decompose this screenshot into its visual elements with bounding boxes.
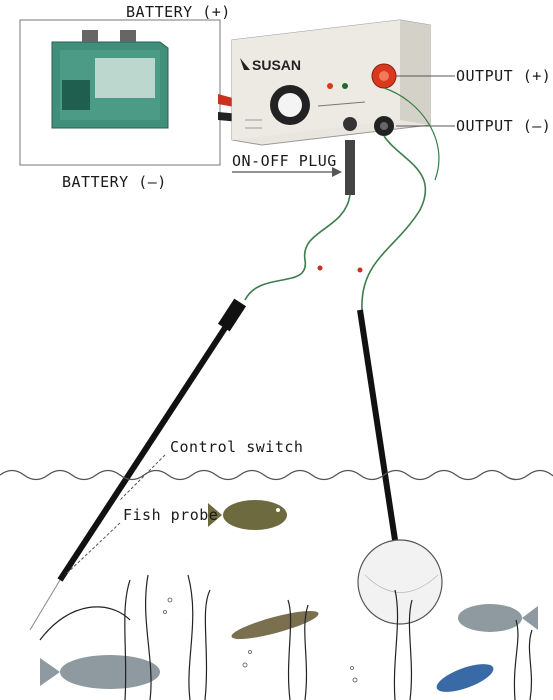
on-off-plug [345,140,355,195]
fish-bottom-left [40,655,160,689]
device-brand: SUSAN [252,57,301,73]
control-switch-label: Control switch [170,438,304,456]
battery-minus-label: BATTERY (–) [62,173,167,191]
fish-probe-leader [64,522,121,576]
output-minus-label: OUTPUT (–) [456,117,552,135]
fish-probe-label: Fish probe [123,506,219,524]
bubbles [163,597,358,683]
net-pole [357,309,398,541]
right-cable [361,135,427,311]
on-off-plug-label: ON-OFF PLUG [232,152,337,170]
probe-pole [57,303,243,582]
fish-right [458,604,538,632]
fish-upper [208,500,287,530]
battery [19,19,221,166]
water-plants [39,574,533,700]
water-surface [0,469,553,481]
brand-logo-icon [240,58,250,70]
fish-blue [436,664,494,692]
control-switch-leader [119,454,166,501]
shocker-device [231,19,431,146]
output-plus-label: OUTPUT (+) [456,67,552,85]
battery-plus-label: BATTERY (+) [126,3,231,21]
left-cable [244,194,351,301]
dip-net [357,539,443,625]
fish-catfish [231,611,319,639]
